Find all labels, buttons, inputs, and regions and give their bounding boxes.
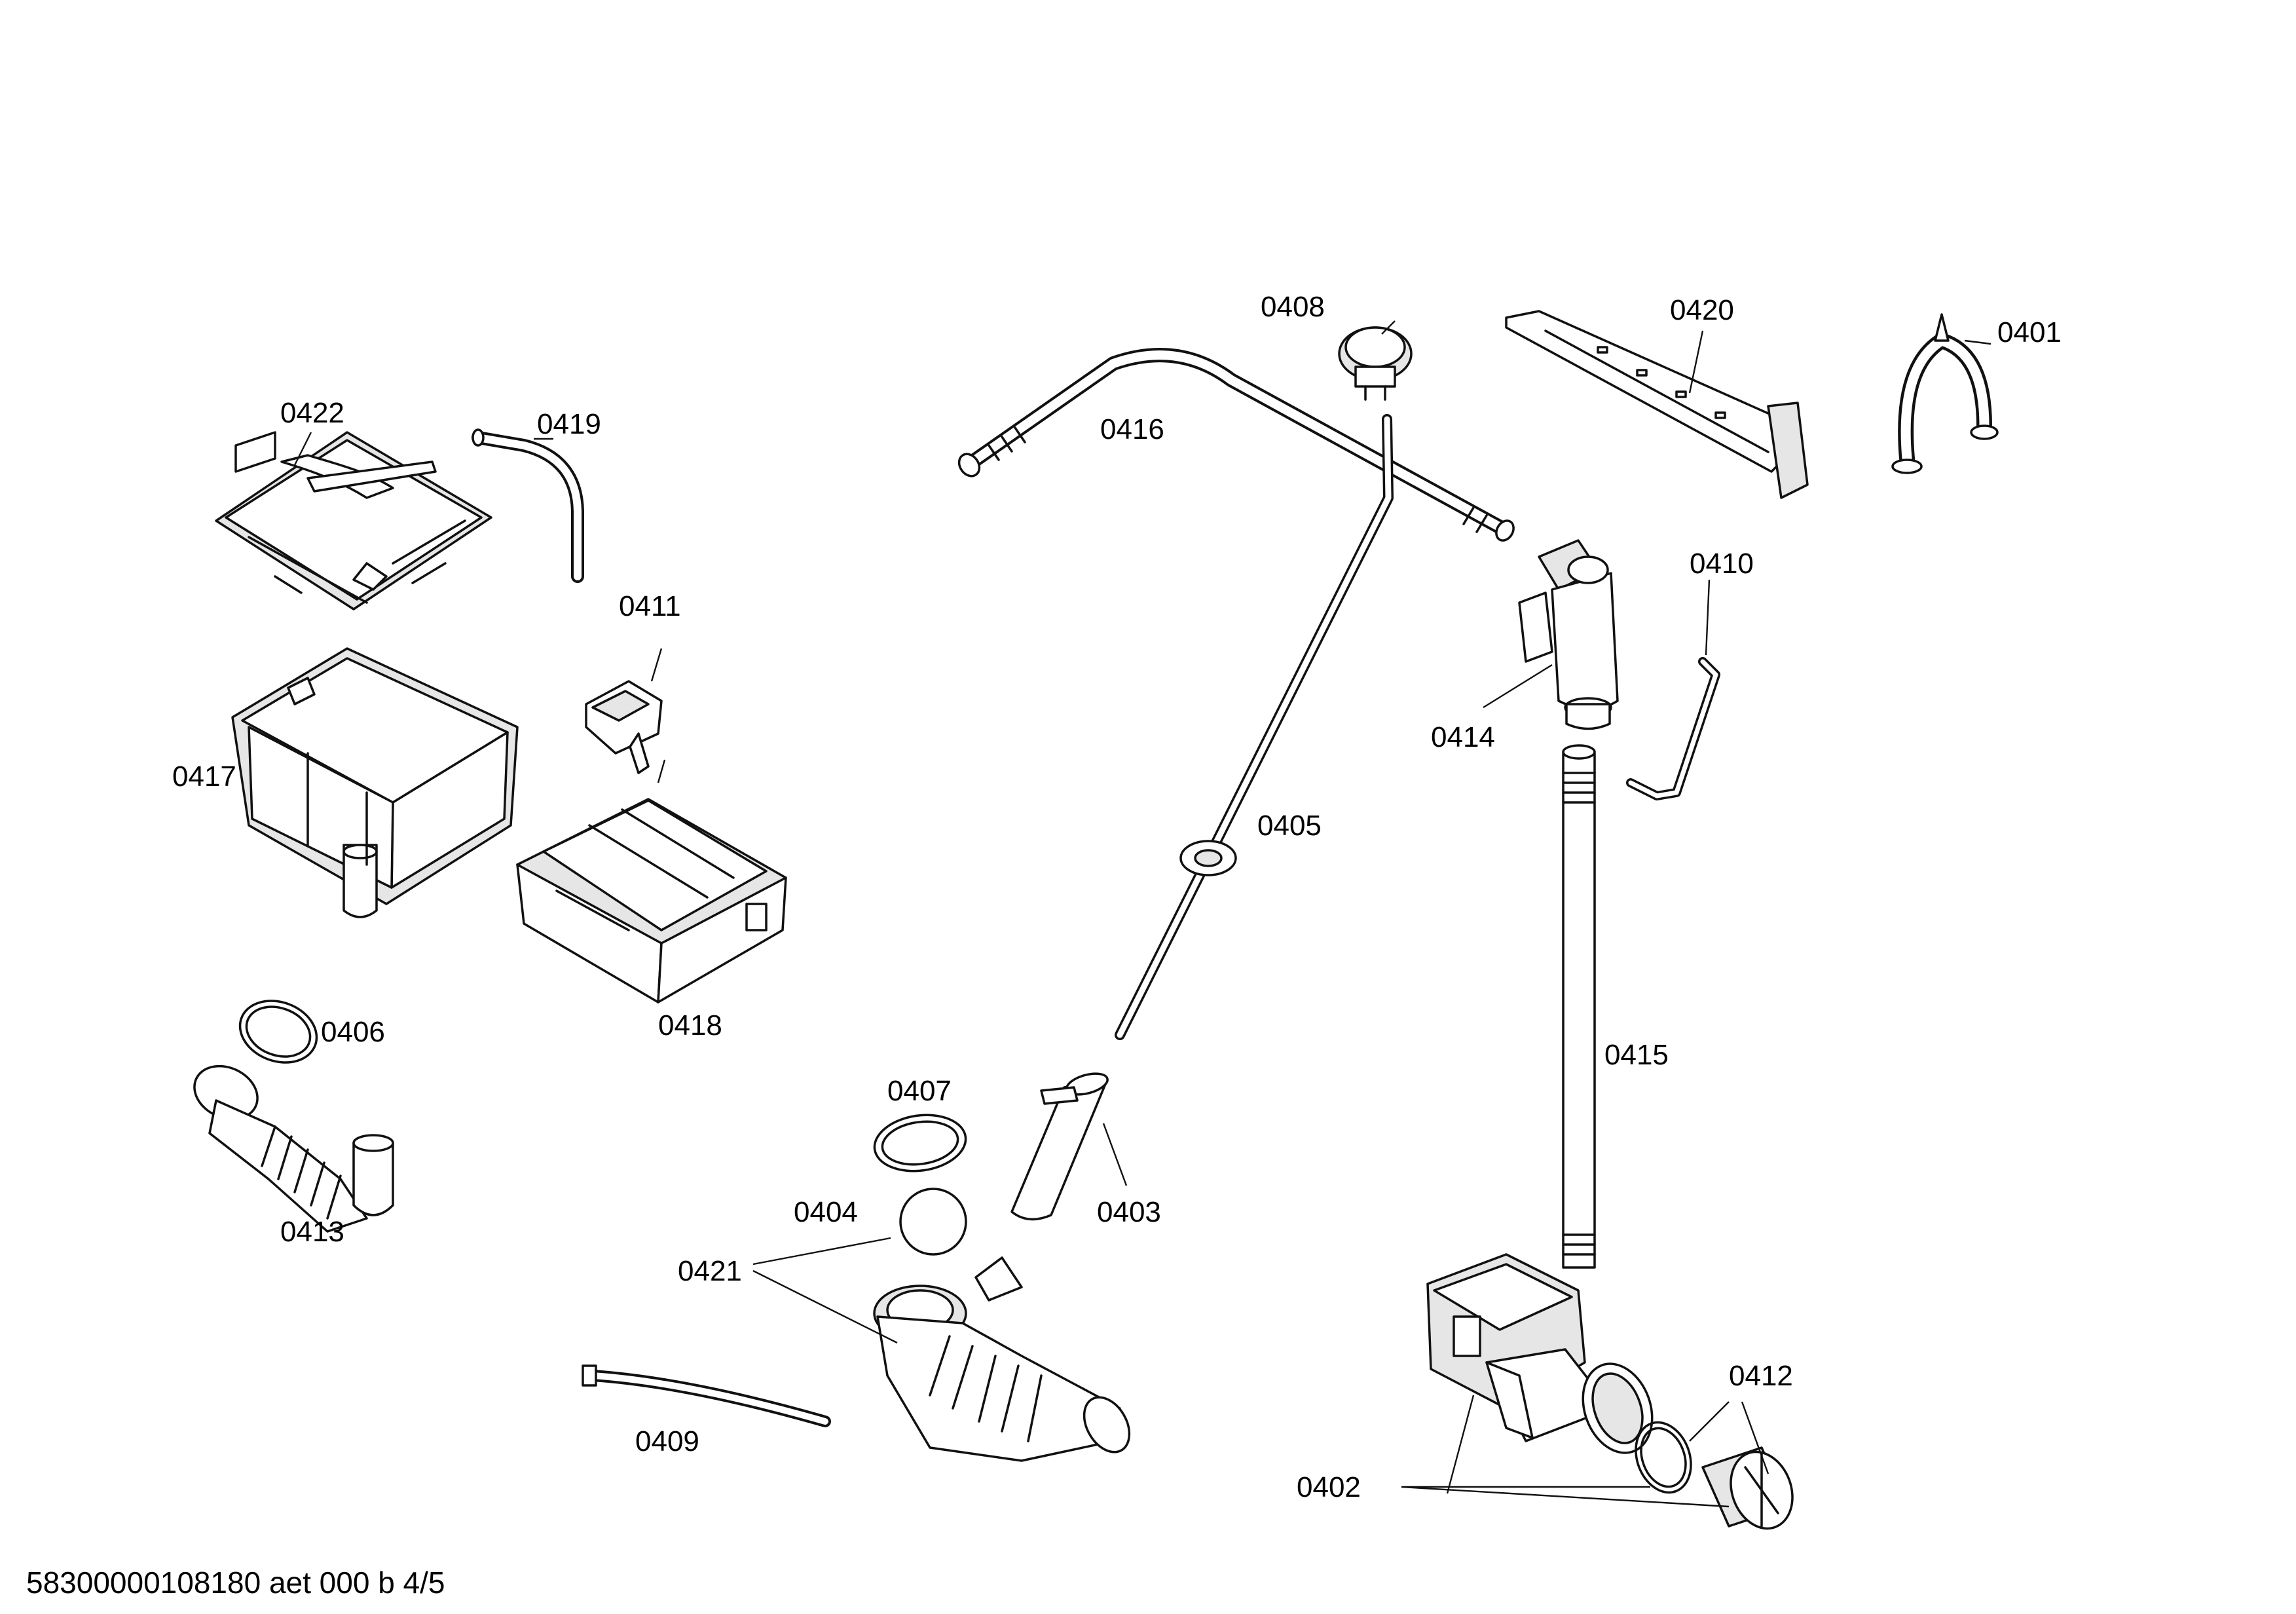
part-0421-drawing [873,1256,1131,1462]
callout-labels: 0422 0419 0411 0417 0418 0406 0413 0408 … [172,291,2062,1503]
label-0406: 0406 [321,1016,385,1048]
part-0403-drawing [1010,1072,1109,1221]
label-0408: 0408 [1261,291,1325,323]
part-0407-drawing [873,1114,967,1173]
part-0402-drawing [1426,1253,1654,1454]
label-0405: 0405 [1257,810,1322,842]
part-0401-drawing [1891,313,1999,474]
part-0414-drawing [1518,539,1619,730]
part-0422-drawing [215,431,492,610]
part-0405-drawing [1115,414,1394,1040]
part-0416-drawing [957,348,1515,542]
label-0404: 0404 [794,1196,858,1228]
label-0415: 0415 [1604,1039,1669,1071]
label-0414: 0414 [1431,721,1495,753]
label-0402: 0402 [1297,1471,1361,1503]
part-0420-drawing [1505,310,1809,499]
label-0411: 0411 [619,590,681,622]
part-0411-drawing [585,680,663,774]
label-0413: 0413 [280,1216,344,1248]
leader-lines [293,320,1991,1508]
label-0412: 0412 [1729,1360,1793,1392]
label-0418: 0418 [658,1009,722,1042]
part-0417-drawing [231,647,519,918]
label-0421: 0421 [678,1255,742,1287]
label-0422: 0422 [280,397,344,429]
part-0413-drawing [193,1064,394,1233]
part-0404-drawing [899,1188,967,1256]
part-0419-drawing [472,428,584,583]
label-0407: 0407 [887,1075,952,1107]
part-0408-drawing [1338,326,1413,401]
label-0401: 0401 [1997,316,2062,348]
label-0419: 0419 [537,408,601,440]
label-0409: 0409 [635,1425,699,1457]
part-0415-drawing [1562,744,1596,1269]
part-0406-drawing [238,1000,318,1064]
part-0418-drawing [516,798,787,1004]
part-0410-drawing [1626,657,1720,800]
label-0416: 0416 [1100,413,1164,445]
label-0420: 0420 [1670,294,1734,326]
part-0409-drawing [582,1364,831,1427]
label-0410: 0410 [1690,548,1754,580]
label-0403: 0403 [1097,1196,1161,1228]
part-0412-drawing [1635,1421,1794,1530]
label-0417: 0417 [172,760,236,793]
drawing-id-footer: 58300000108180 aet 000 b 4/5 [26,1566,445,1600]
